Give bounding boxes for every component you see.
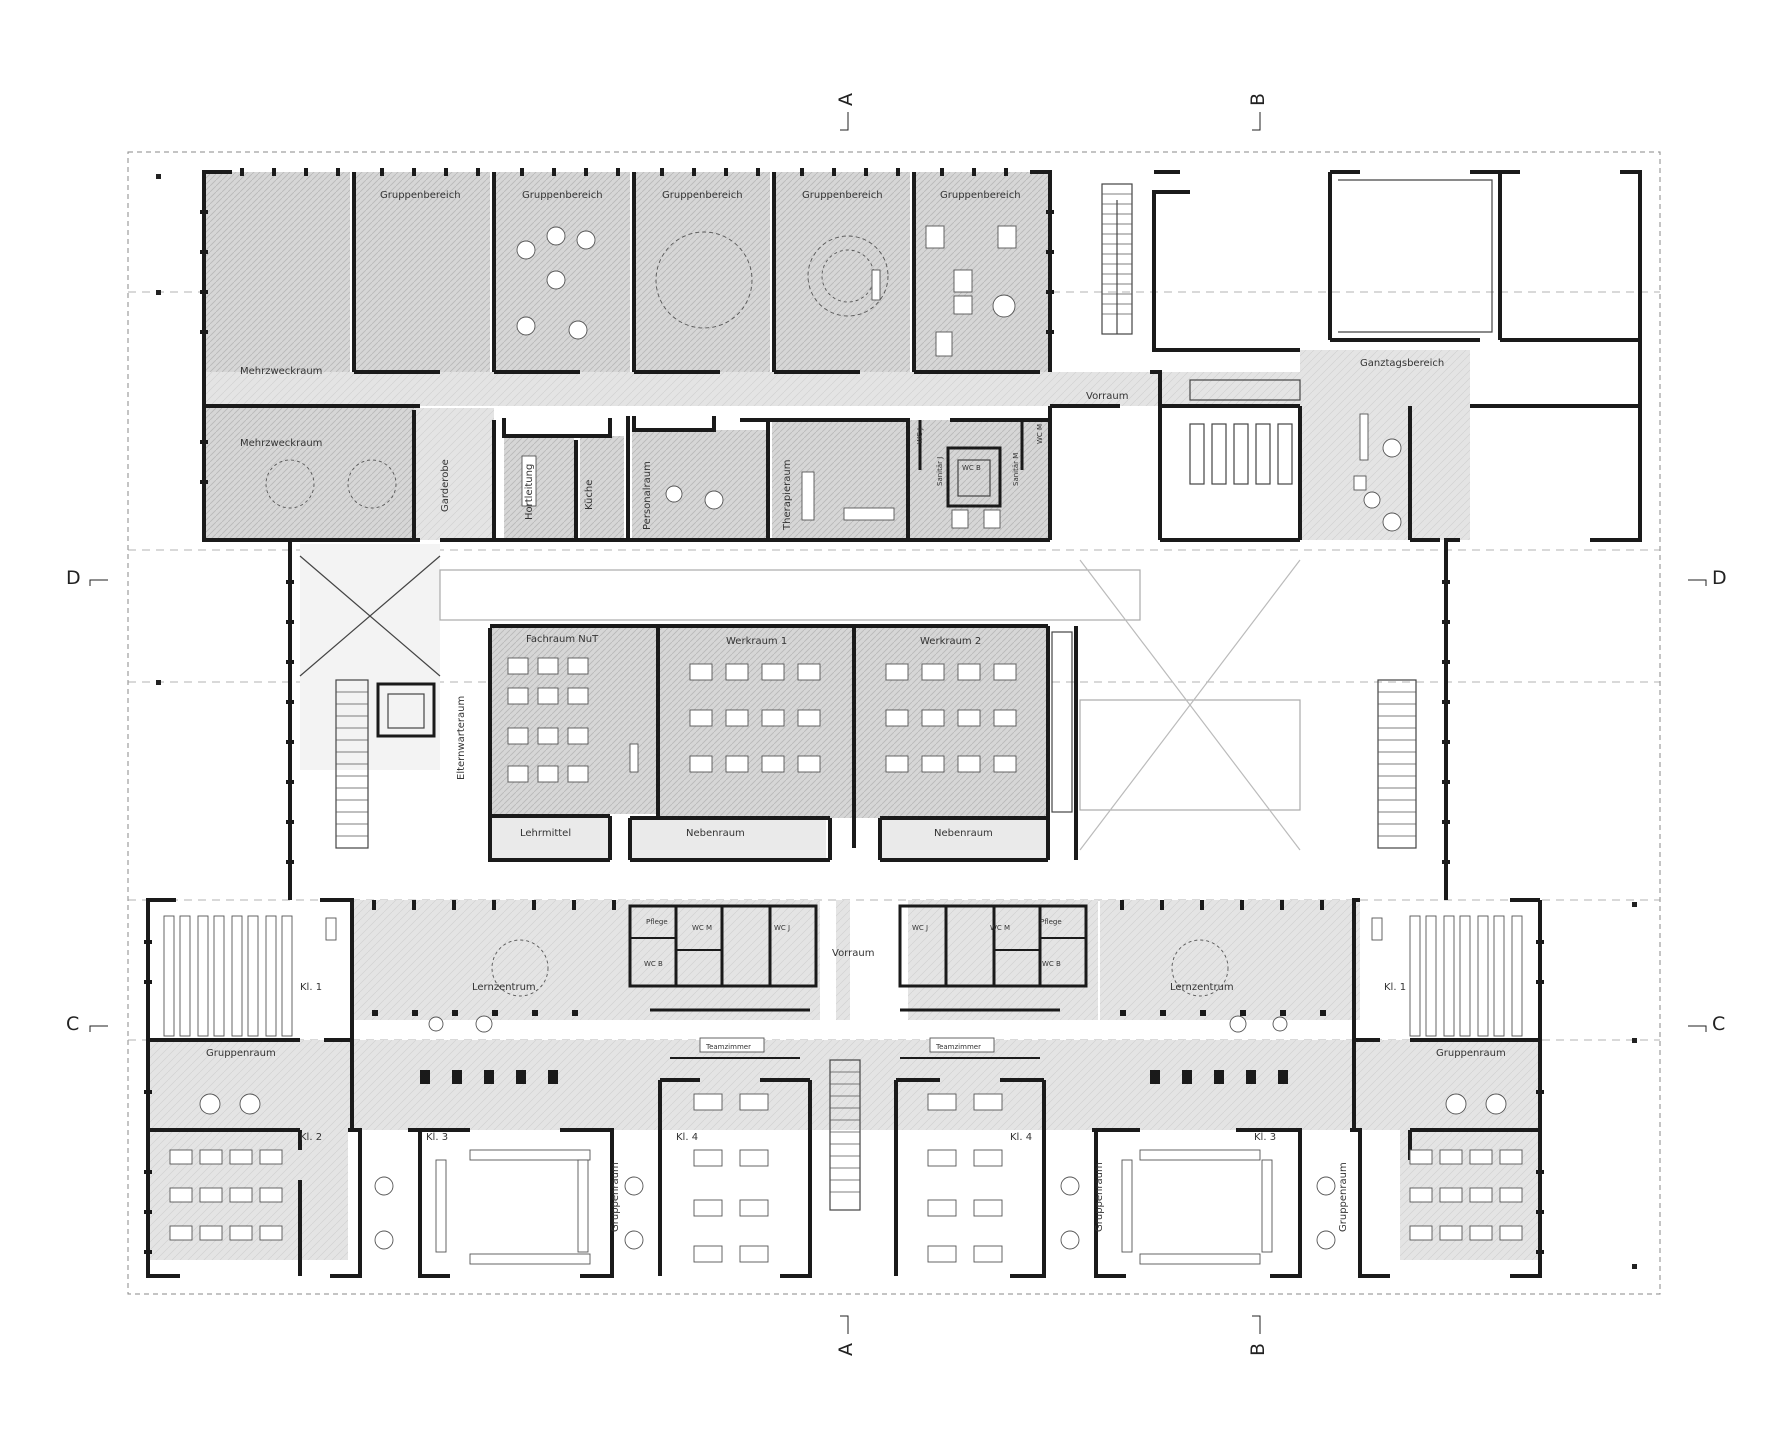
- label-gruppenbereich-2: Gruppenbereich: [522, 190, 603, 201]
- label-wc-j-left: WC J: [774, 924, 790, 932]
- label-wc-b-right: WC B: [1042, 960, 1061, 968]
- label-therapieraum: Therapieraum: [782, 460, 793, 531]
- room-labels: Mehrzweckraum Gruppenbereich Gruppenbere…: [206, 190, 1506, 1232]
- label-garderobe: Garderobe: [440, 459, 451, 512]
- label-wc-b-left: WC B: [644, 960, 663, 968]
- label-wc-j-right: WC J: [912, 924, 928, 932]
- label-wc-j-north: WC J: [916, 428, 924, 444]
- section-a-top: A: [835, 93, 857, 106]
- label-wc-m-north: WC M: [1036, 424, 1044, 444]
- label-kl3-right: Kl. 3: [1254, 1132, 1276, 1143]
- label-gruppenbereich-5: Gruppenbereich: [940, 190, 1021, 201]
- label-elternwarteraum: Elternwarteraum: [456, 696, 467, 780]
- north-stair: [1101, 183, 1133, 335]
- label-nebenraum-1: Nebenraum: [686, 828, 745, 839]
- label-ganztagsbereich: Ganztagsbereich: [1360, 358, 1444, 369]
- south-wing: [144, 898, 1544, 1278]
- label-wc-m-right: WC M: [990, 924, 1010, 932]
- label-sanitaer-m: Sanitär M: [1012, 453, 1020, 486]
- label-mehrzweckraum-2: Mehrzweckraum: [240, 438, 322, 449]
- site-boundary: [127, 151, 1661, 1295]
- label-teamzimmer-right: Teamzimmer: [935, 1043, 981, 1051]
- section-c-left: C: [66, 1013, 79, 1035]
- label-kl4-right: Kl. 4: [1010, 1132, 1032, 1143]
- section-b-bottom: B: [1247, 1343, 1269, 1356]
- label-teamzimmer-left: Teamzimmer: [705, 1043, 751, 1051]
- label-gruppenraum-v1: Gruppenraum: [610, 1162, 621, 1232]
- label-kl4-left: Kl. 4: [676, 1132, 698, 1143]
- label-lehrmittel: Lehrmittel: [520, 828, 571, 839]
- section-d-right: D: [1712, 567, 1727, 589]
- label-vorraum-north: Vorraum: [1086, 391, 1128, 402]
- label-werkraum-2: Werkraum 2: [920, 636, 981, 647]
- label-gruppenbereich-3: Gruppenbereich: [662, 190, 743, 201]
- label-werkraum-1: Werkraum 1: [726, 636, 787, 647]
- label-lernzentrum-left: Lernzentrum: [472, 982, 536, 993]
- north-wing: [200, 168, 1642, 542]
- label-hortleitung: Hortleitung: [524, 464, 535, 520]
- label-nebenraum-2: Nebenraum: [934, 828, 993, 839]
- section-markers: A B A B D D C C: [66, 93, 1727, 1356]
- grid-markers: [156, 174, 1637, 1269]
- label-pflege-right: Pflege: [1040, 918, 1062, 926]
- label-pflege-left: Pflege: [646, 918, 668, 926]
- label-vorraum-south: Vorraum: [832, 948, 874, 959]
- label-kl2: Kl. 2: [300, 1132, 322, 1143]
- label-wc-b-north: WC B: [962, 464, 981, 472]
- section-c-right: C: [1712, 1013, 1725, 1035]
- label-gruppenraum-right: Gruppenraum: [1436, 1048, 1506, 1059]
- label-sanitaer-j: Sanitär J: [936, 457, 944, 486]
- label-kl1-right: Kl. 1: [1384, 982, 1406, 993]
- section-b-top: B: [1247, 93, 1269, 106]
- label-gruppenraum-left: Gruppenraum: [206, 1048, 276, 1059]
- label-gruppenbereich-1: Gruppenbereich: [380, 190, 461, 201]
- label-kl1-left: Kl. 1: [300, 982, 322, 993]
- central-atrium: [286, 538, 1460, 900]
- label-fachraum: Fachraum NuT: [526, 634, 599, 645]
- label-mehrzweckraum-1: Mehrzweckraum: [240, 366, 322, 377]
- label-kueche: Küche: [584, 480, 595, 510]
- label-gruppenraum-v3: Gruppenraum: [1338, 1162, 1349, 1232]
- section-d-left: D: [66, 567, 81, 589]
- label-wc-m-left: WC M: [692, 924, 712, 932]
- label-kl3-left: Kl. 3: [426, 1132, 448, 1143]
- label-personalraum: Personalraum: [642, 461, 653, 530]
- section-a-bottom: A: [835, 1343, 857, 1356]
- label-lernzentrum-right: Lernzentrum: [1170, 982, 1234, 993]
- label-gruppenraum-v2: Gruppenraum: [1094, 1162, 1105, 1232]
- label-gruppenbereich-4: Gruppenbereich: [802, 190, 883, 201]
